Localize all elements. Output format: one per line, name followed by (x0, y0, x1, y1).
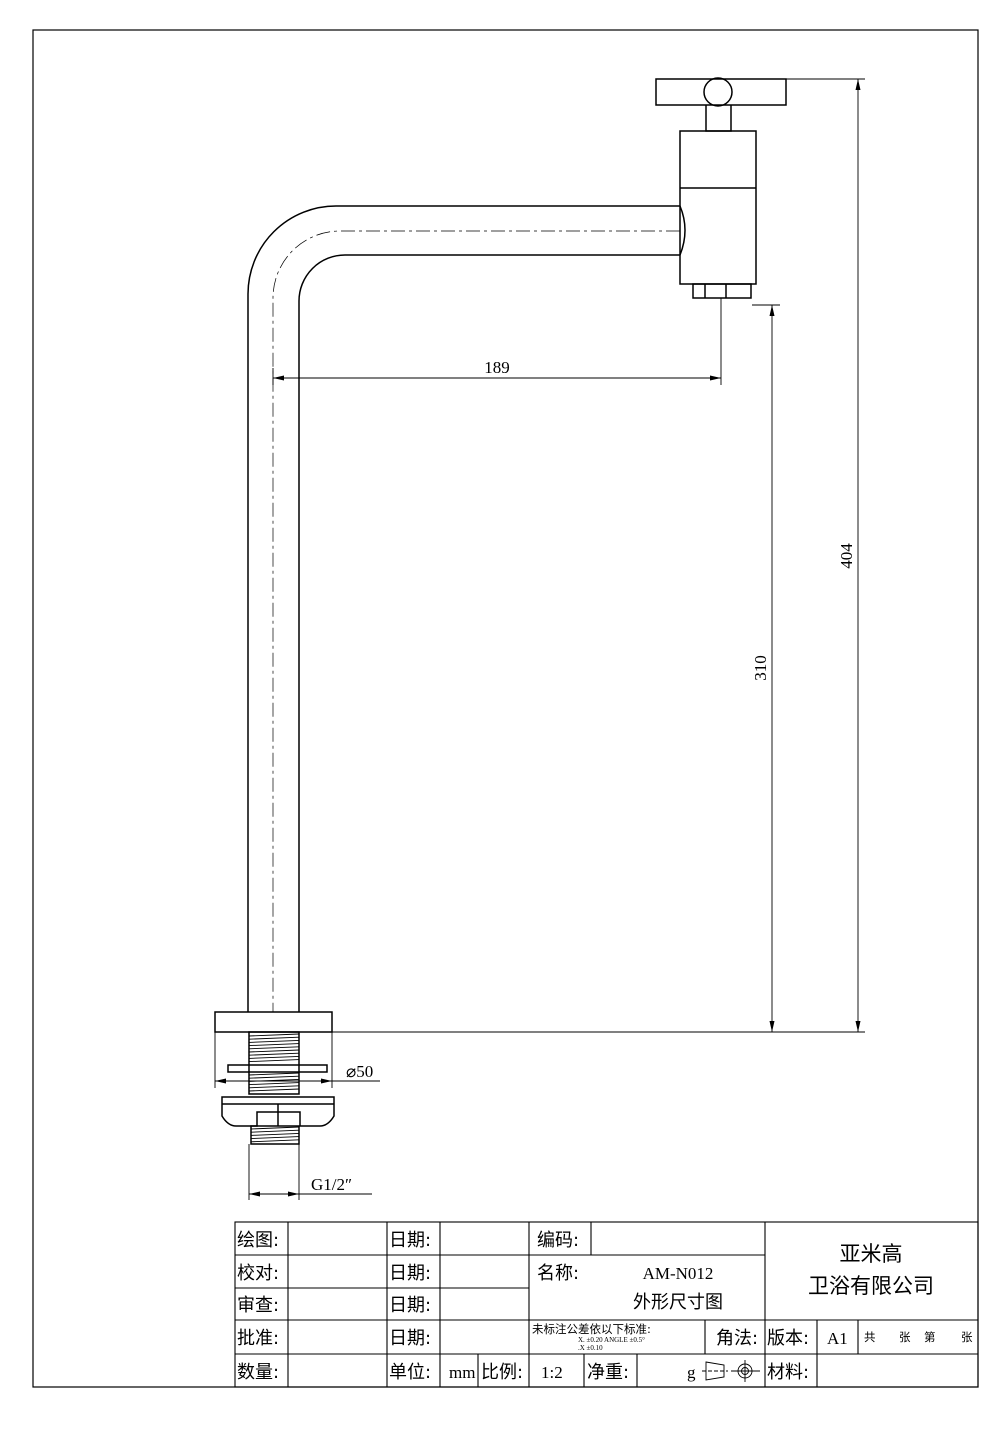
label-name: 名称: (537, 1263, 579, 1284)
centerline (272, 230, 680, 1012)
thread-line (248, 1049, 300, 1053)
label-quantity: 数量: (237, 1362, 279, 1383)
thread-line (248, 1039, 300, 1043)
thread-line (250, 1126, 300, 1130)
spout-outer-wall (247, 205, 680, 1012)
label-reviewed: 审查: (237, 1295, 279, 1316)
label-date-3: 日期: (389, 1295, 431, 1316)
thread-line (248, 1043, 300, 1047)
handle-bar (655, 78, 787, 106)
label-checked: 校对: (237, 1263, 279, 1284)
thread-line (250, 1139, 300, 1143)
base-flange (214, 1011, 333, 1033)
label-sheets-total: 共 (864, 1330, 876, 1344)
label-net-weight: 净重: (587, 1362, 629, 1383)
aerator (692, 283, 752, 299)
value-version: A1 (827, 1329, 848, 1348)
third-angle-projection-icon (702, 1360, 760, 1382)
thread-line (248, 1082, 300, 1086)
label-sheets-word: 张 (899, 1330, 911, 1344)
thread-line (248, 1052, 300, 1056)
label-version: 版本: (767, 1328, 809, 1349)
label-unit: 单位: (389, 1362, 431, 1383)
spout-inner-wall (298, 254, 680, 1012)
thread-hatching (248, 1033, 300, 1143)
thread-line (248, 1088, 300, 1092)
tolerance-heading: 未标注公差依以下标准: (532, 1322, 651, 1336)
thread-line (248, 1046, 300, 1050)
label-date-1: 日期: (389, 1230, 431, 1251)
faucet-outline (214, 77, 787, 1145)
dim-thread: G1/2″ (311, 1175, 352, 1194)
thread-line (250, 1136, 300, 1140)
value-unit: mm (449, 1363, 475, 1382)
tolerance-line-2: .X ±0.10 (578, 1344, 603, 1352)
thread-line (248, 1033, 300, 1037)
handle-stem (705, 105, 732, 132)
label-projection: 角法: (716, 1328, 758, 1349)
label-material: 材料: (767, 1362, 809, 1383)
label-scale: 比例: (481, 1362, 523, 1383)
label-approved: 批准: (237, 1328, 279, 1349)
company-name-line-2: 卫浴有限公司 (808, 1274, 934, 1298)
washer (227, 1064, 328, 1073)
thread-line (248, 1075, 300, 1079)
label-code: 编码: (537, 1230, 579, 1251)
thread-line (248, 1055, 300, 1059)
thread-line (248, 1072, 300, 1076)
label-date-4: 日期: (389, 1328, 431, 1349)
valve-body (679, 130, 757, 285)
thread-line (250, 1132, 300, 1136)
value-drawing-title: 外形尺寸图 (633, 1292, 723, 1313)
dimension-lines (214, 78, 865, 1200)
label-drawn: 绘图: (237, 1230, 279, 1251)
label-date-2: 日期: (389, 1263, 431, 1284)
thread-line (250, 1129, 300, 1133)
dim-spout-height: 310 (751, 655, 770, 681)
spout-joint (679, 205, 686, 256)
sheet-border (32, 29, 979, 1388)
company-name-line-1: 亚米高 (840, 1242, 903, 1266)
thread-line (248, 1036, 300, 1040)
dim-flange-diameter: ⌀50 (346, 1062, 373, 1081)
value-model: AM-N012 (643, 1264, 714, 1283)
threaded-shank (248, 1031, 300, 1095)
title-block-grid (234, 1221, 979, 1388)
label-sheet-word: 张 (961, 1330, 973, 1344)
dim-horizontal-reach: 189 (484, 358, 510, 377)
tolerance-line-1: X. ±0.20 ANGLE ±0.5° (578, 1336, 645, 1344)
thread-line (248, 1059, 300, 1063)
lock-nut (221, 1096, 335, 1127)
handle-knob (703, 77, 733, 107)
dim-total-height: 404 (837, 543, 856, 569)
value-weight-unit: g (687, 1363, 696, 1382)
value-scale: 1:2 (541, 1363, 563, 1382)
label-sheet-no: 第 (924, 1330, 936, 1344)
thread-line (248, 1085, 300, 1089)
